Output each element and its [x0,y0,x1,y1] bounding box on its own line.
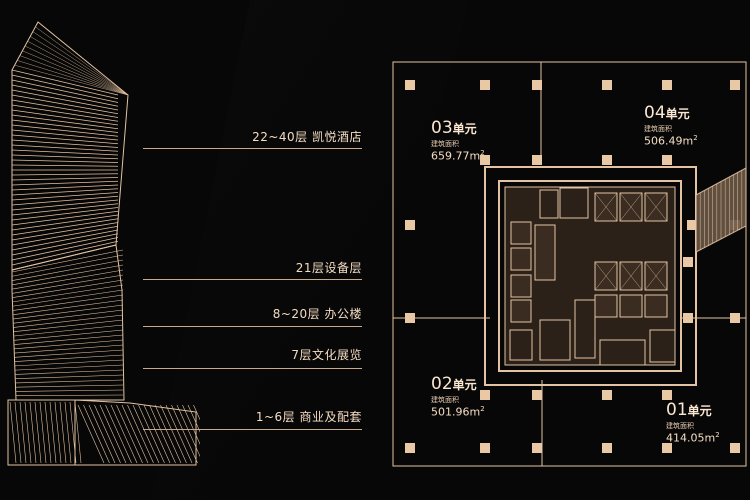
floor-label-commercial: 1~6层 商业及配套 [255,410,362,424]
unit-03-suffix: 单元 [452,122,477,136]
unit-04-number: 04 [644,103,666,123]
unit-03-label: 03单元 建筑面积 659.77m2 [431,118,485,163]
unit-02-suffix: 单元 [452,378,477,392]
leader-line-commercial [143,429,362,430]
unit-02-subtitle: 建筑面积 [431,396,459,404]
unit-04-area: 506.49m2 [644,134,698,148]
floor-label-office: 8~20层 办公楼 [272,307,362,321]
unit-02-area: 501.96m2 [431,405,485,419]
floor-label-equipment: 21层设备层 [295,261,362,275]
tower-elevation [7,21,200,466]
unit-04-subtitle: 建筑面积 [644,125,672,133]
unit-01-area: 414.05m2 [666,431,720,445]
unit-01-subtitle: 建筑面积 [666,422,694,430]
unit-01-suffix: 单元 [687,404,712,418]
unit-04-label: 04单元 建筑面积 506.49m2 [644,103,698,148]
unit-02-label: 02单元 建筑面积 501.96m2 [431,374,485,419]
floor-label-exhibition: 7层文化展览 [291,348,362,362]
unit-01-label: 01单元 建筑面积 414.05m2 [666,400,720,445]
unit-01-number: 01 [666,400,688,420]
leader-line-equipment [143,279,362,280]
unit-03-subtitle: 建筑面积 [431,140,459,148]
leader-line-hotel [143,148,362,149]
unit-03-number: 03 [431,118,453,138]
floor-label-hotel: 22~40层 凯悦酒店 [252,130,362,144]
leader-line-exhibition [143,368,362,369]
unit-03-area: 659.77m2 [431,149,485,163]
unit-04-suffix: 单元 [665,107,690,121]
unit-02-number: 02 [431,374,453,394]
leader-line-office [143,326,362,327]
